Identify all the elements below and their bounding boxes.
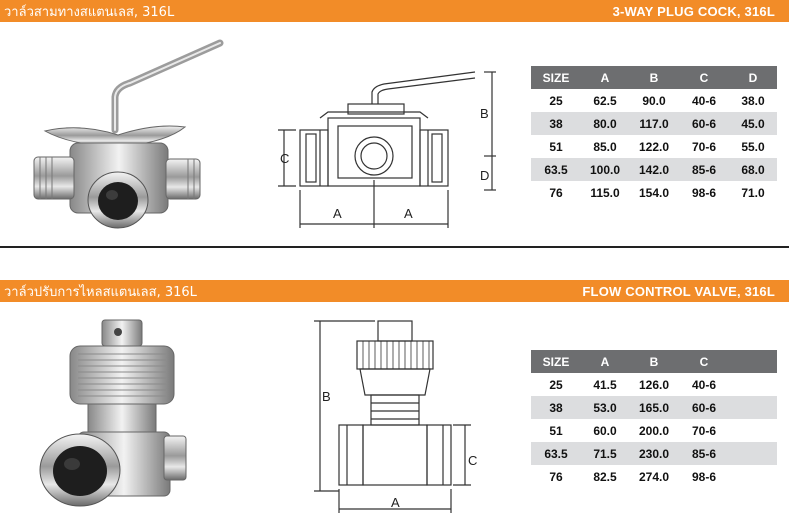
table-cell: 85-6 xyxy=(679,158,729,181)
table-cell-blank xyxy=(729,465,777,488)
english-title: FLOW CONTROL VALVE, 316L xyxy=(582,283,775,299)
table-cell: 38.0 xyxy=(741,93,765,108)
flow-control-spec-table: SIZE A B C 25 41.5 126.0 40-6 38 53.0 16… xyxy=(531,350,777,488)
table-cell: 122.0 xyxy=(638,139,670,154)
table-cell: 38 xyxy=(531,396,581,419)
table-row: 38 53.0 165.0 60-6 xyxy=(531,396,777,419)
table-cell: 274.0 xyxy=(638,469,670,484)
section-banner-plug-cock: วาล์วสามทางสแตนเลส, 316L 3-WAY PLUG COCK… xyxy=(0,0,789,22)
header-a: A xyxy=(581,66,629,89)
dim-label-a-right: A xyxy=(404,206,413,221)
plug-cock-spec-table: SIZE A B C D 25 62.5 90.0 40-6 38.0 38 8… xyxy=(531,66,777,204)
table-cell: 165.0 xyxy=(629,396,679,419)
table-cell: 200.0 xyxy=(638,423,670,438)
header-size: SIZE xyxy=(531,66,581,89)
table-header-row: SIZE A B C xyxy=(531,350,777,373)
table-cell: 25 xyxy=(549,377,563,392)
table-row: 25 41.5 126.0 40-6 xyxy=(531,373,777,396)
table-cell: 51 xyxy=(549,423,563,438)
table-row: 63.5 71.5 230.0 85-6 xyxy=(531,442,777,465)
table-cell-blank xyxy=(729,419,777,442)
table-cell: 70-6 xyxy=(691,423,717,438)
table-cell: 82.5 xyxy=(593,469,617,484)
dim-label-b: B xyxy=(322,389,331,404)
table-cell: 76 xyxy=(549,185,563,200)
header-a: A xyxy=(581,350,629,373)
table-cell: 154.0 xyxy=(638,185,670,200)
table-row: 51 60.0 200.0 70-6 xyxy=(531,419,777,442)
dim-label-c: C xyxy=(280,151,289,166)
table-cell: 85-6 xyxy=(679,442,729,465)
header-c: C xyxy=(679,350,729,373)
plug-cock-photo xyxy=(33,39,224,229)
table-cell: 85.0 xyxy=(593,139,617,154)
table-cell: 60.0 xyxy=(593,423,617,438)
table-cell: 40-6 xyxy=(691,93,717,108)
table-cell: 126.0 xyxy=(638,377,670,392)
table-row: 76 115.0 154.0 98-6 71.0 xyxy=(531,181,777,204)
table-row: 25 62.5 90.0 40-6 38.0 xyxy=(531,89,777,112)
table-row: 76 82.5 274.0 98-6 xyxy=(531,465,777,488)
english-title: 3-WAY PLUG COCK, 316L xyxy=(612,3,775,19)
table-row: 38 80.0 117.0 60-6 45.0 xyxy=(531,112,777,135)
plug-cock-drawing: B D C A A xyxy=(278,71,496,228)
table-row: 63.5 100.0 142.0 85-6 68.0 xyxy=(531,158,777,181)
dim-label-c: C xyxy=(468,453,477,468)
table-cell: 230.0 xyxy=(629,442,679,465)
table-cell: 70-6 xyxy=(691,139,717,154)
flow-control-valve-photo xyxy=(39,319,187,507)
header-b: B xyxy=(629,66,679,89)
table-cell: 71.5 xyxy=(581,442,629,465)
header-c: C xyxy=(679,66,729,89)
header-blank xyxy=(729,350,777,373)
flow-control-valve-drawing: B C A xyxy=(314,320,477,513)
thai-title: วาล์วปรับการไหลสแตนเลส, 316L xyxy=(4,284,197,300)
table-cell: 60-6 xyxy=(679,112,729,135)
table-cell: 25 xyxy=(549,93,563,108)
table-cell: 53.0 xyxy=(581,396,629,419)
header-d: D xyxy=(729,66,777,89)
table-cell: 41.5 xyxy=(593,377,617,392)
table-cell: 63.5 xyxy=(531,158,581,181)
table-cell: 80.0 xyxy=(581,112,629,135)
table-cell: 71.0 xyxy=(741,185,765,200)
section-banner-flow-control: วาล์วปรับการไหลสแตนเลส, 316L FLOW CONTRO… xyxy=(0,280,789,302)
dim-label-b: B xyxy=(480,106,489,121)
dim-label-d: D xyxy=(480,168,489,183)
table-cell-blank xyxy=(729,442,777,465)
header-b: B xyxy=(629,350,679,373)
table-cell: 98-6 xyxy=(691,185,717,200)
table-cell: 40-6 xyxy=(691,377,717,392)
table-cell: 38 xyxy=(531,112,581,135)
table-cell: 63.5 xyxy=(531,442,581,465)
table-cell: 68.0 xyxy=(729,158,777,181)
dim-label-a: A xyxy=(391,495,400,510)
table-cell: 115.0 xyxy=(590,185,620,200)
table-cell: 51 xyxy=(549,139,563,154)
table-cell: 98-6 xyxy=(691,469,717,484)
table-header-row: SIZE A B C D xyxy=(531,66,777,89)
table-cell: 100.0 xyxy=(581,158,629,181)
table-cell: 90.0 xyxy=(642,93,666,108)
table-cell: 60-6 xyxy=(679,396,729,419)
table-cell-blank xyxy=(729,373,777,396)
table-row: 51 85.0 122.0 70-6 55.0 xyxy=(531,135,777,158)
thai-title: วาล์วสามทางสแตนเลส, 316L xyxy=(4,4,175,20)
dim-label-a-left: A xyxy=(333,206,342,221)
table-cell: 55.0 xyxy=(741,139,765,154)
table-cell: 142.0 xyxy=(629,158,679,181)
table-cell: 45.0 xyxy=(729,112,777,135)
table-cell: 62.5 xyxy=(593,93,617,108)
section-divider xyxy=(0,246,789,248)
header-size: SIZE xyxy=(531,350,581,373)
table-cell-blank xyxy=(729,396,777,419)
table-cell: 117.0 xyxy=(629,112,679,135)
table-cell: 76 xyxy=(549,469,563,484)
